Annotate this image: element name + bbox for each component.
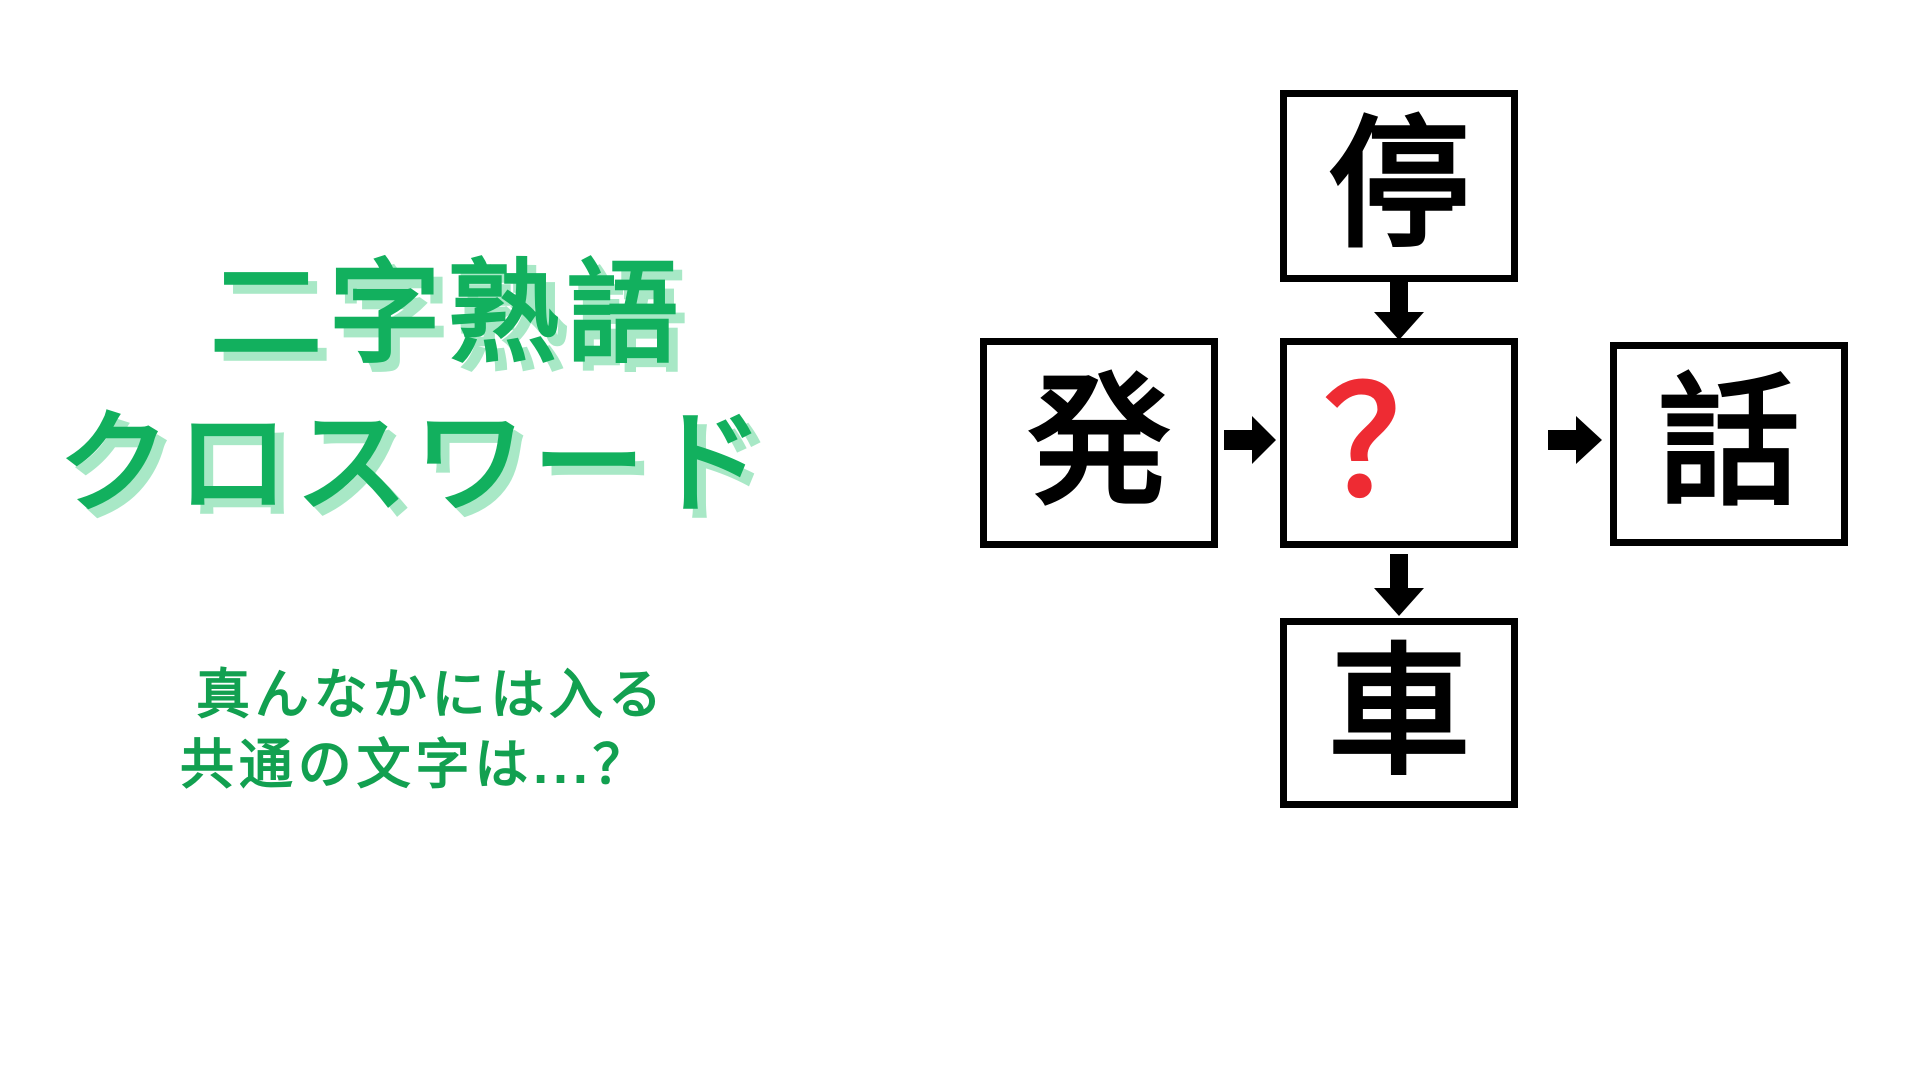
title-panel: 二字熟語 クロスワード 真んなかには入る 共通の文字は...？: [58, 251, 771, 795]
subtitle-line-2: 共通の文字は...？: [180, 735, 652, 795]
question-mark-icon: ？: [1323, 359, 1474, 527]
puzzle-cell-bottom[interactable]: 車: [1280, 618, 1518, 808]
puzzle-cell-right-character: 話: [1658, 361, 1800, 526]
arrow-down-icon: [1372, 282, 1426, 340]
subtitle-line-1: 真んなかには入る: [196, 665, 667, 725]
puzzle-cell-center-unknown[interactable]: ？: [1280, 338, 1518, 548]
puzzle-cell-top[interactable]: 停: [1280, 90, 1518, 282]
puzzle-cell-left-character: 発: [1028, 360, 1170, 525]
arrow-right-icon-left: [1218, 412, 1280, 468]
puzzle-cell-right[interactable]: 話: [1610, 342, 1848, 546]
puzzle-cell-bottom-character: 車: [1328, 630, 1470, 795]
crossword-grid: 停 発 ？ 話 車: [980, 0, 1920, 1080]
headline-line-1: 二字熟語: [210, 251, 685, 376]
arrow-down-icon-bottom: [1372, 548, 1426, 618]
puzzle-cell-top-character: 停: [1328, 103, 1470, 268]
arrow-right-icon-right: [1518, 412, 1610, 468]
puzzle-cell-left[interactable]: 発: [980, 338, 1218, 548]
headline-line-2: クロスワード: [58, 401, 771, 526]
